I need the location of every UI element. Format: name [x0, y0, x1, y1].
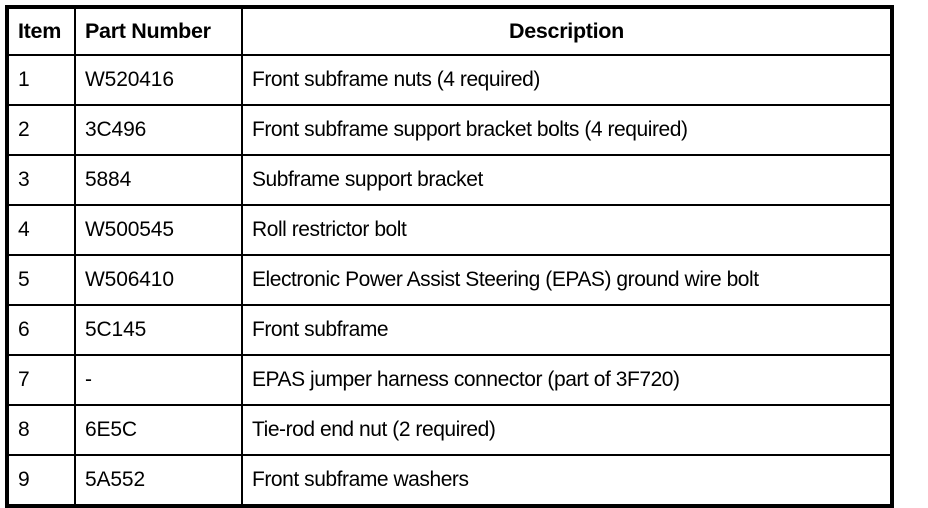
cell-item: 1 [6, 54, 76, 106]
cell-item: 2 [6, 104, 76, 156]
table-body: 1 W520416 Front subframe nuts (4 require… [6, 54, 893, 507]
cell-item: 9 [6, 454, 76, 507]
cell-item: 5 [6, 254, 76, 306]
table-row: 7 - EPAS jumper harness connector (part … [6, 354, 893, 406]
cell-description: Electronic Power Assist Steering (EPAS) … [241, 254, 893, 306]
cell-item: 8 [6, 404, 76, 456]
cell-item: 3 [6, 154, 76, 206]
cell-part-number: 6E5C [74, 404, 243, 456]
cell-part-number: - [74, 354, 243, 406]
parts-table-container: Item Part Number Description 1 W520416 F… [5, 5, 894, 508]
cell-description: Subframe support bracket [241, 154, 893, 206]
cell-description: Front subframe washers [241, 454, 893, 507]
column-header-item: Item [6, 6, 76, 56]
cell-part-number: W500545 [74, 204, 243, 256]
cell-description: Roll restrictor bolt [241, 204, 893, 256]
cell-description: Front subframe nuts (4 required) [241, 54, 893, 106]
cell-description: Front subframe support bracket bolts (4 … [241, 104, 893, 156]
table-row: 6 5C145 Front subframe [6, 304, 893, 356]
table-header: Item Part Number Description [6, 6, 893, 56]
column-header-description: Description [241, 6, 893, 56]
cell-description: Tie-rod end nut (2 required) [241, 404, 893, 456]
table-row: 2 3C496 Front subframe support bracket b… [6, 104, 893, 156]
table-header-row: Item Part Number Description [6, 6, 893, 56]
table-row: 4 W500545 Roll restrictor bolt [6, 204, 893, 256]
column-header-part-number: Part Number [74, 6, 243, 56]
parts-list-table: Item Part Number Description 1 W520416 F… [5, 5, 894, 508]
cell-part-number: W506410 [74, 254, 243, 306]
cell-part-number: 5C145 [74, 304, 243, 356]
cell-item: 4 [6, 204, 76, 256]
table-row: 9 5A552 Front subframe washers [6, 454, 893, 507]
cell-part-number: 5884 [74, 154, 243, 206]
cell-part-number: W520416 [74, 54, 243, 106]
table-row: 8 6E5C Tie-rod end nut (2 required) [6, 404, 893, 456]
cell-item: 7 [6, 354, 76, 406]
cell-item: 6 [6, 304, 76, 356]
table-row: 1 W520416 Front subframe nuts (4 require… [6, 54, 893, 106]
table-row: 3 5884 Subframe support bracket [6, 154, 893, 206]
table-row: 5 W506410 Electronic Power Assist Steeri… [6, 254, 893, 306]
cell-description: EPAS jumper harness connector (part of 3… [241, 354, 893, 406]
cell-description: Front subframe [241, 304, 893, 356]
cell-part-number: 3C496 [74, 104, 243, 156]
cell-part-number: 5A552 [74, 454, 243, 507]
